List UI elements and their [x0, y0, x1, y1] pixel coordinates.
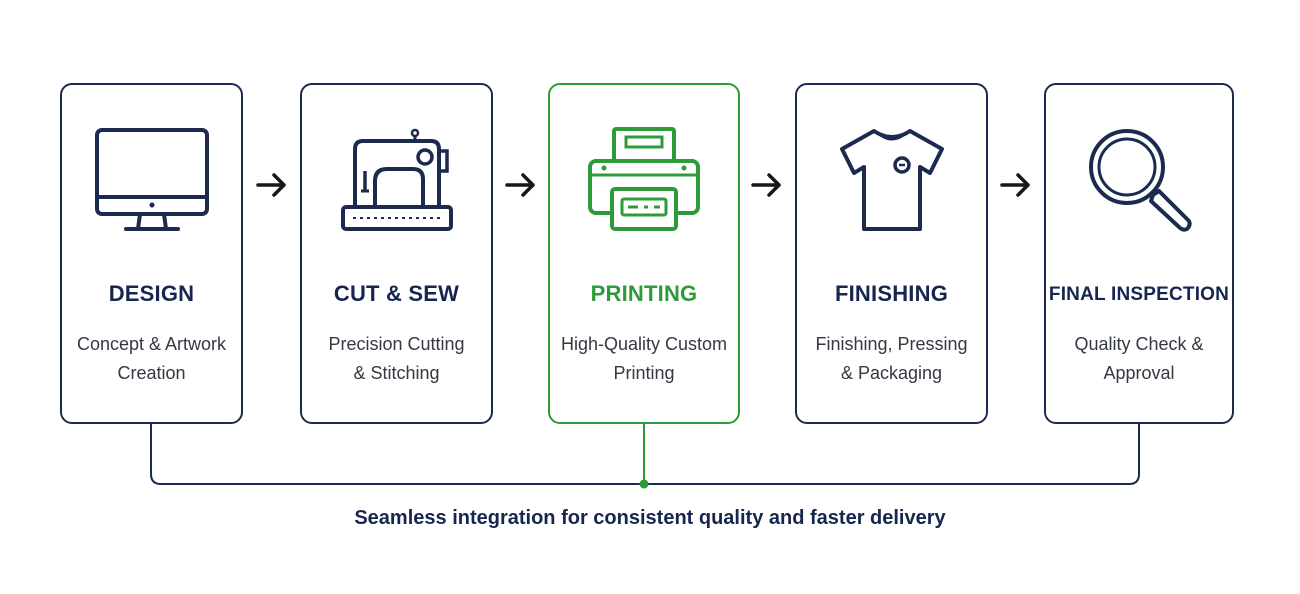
- step-title: CUT & SEW: [333, 281, 460, 306]
- step-description-line: Precision Cutting: [328, 334, 465, 354]
- step-description: High-Quality Custom Printing: [558, 330, 730, 388]
- step-card-finishing: FINISHING Finishing, Pressing & Packagin…: [795, 83, 988, 424]
- step-title: FINAL INSPECTION: [1048, 284, 1230, 305]
- step-card-final-inspection: FINAL INSPECTION Quality Check & Approva…: [1044, 83, 1234, 424]
- monitor-icon: [92, 125, 212, 235]
- arrow-right-icon: [255, 168, 289, 202]
- step-description-line: Creation: [117, 363, 186, 383]
- step-description: Quality Check & Approval: [1054, 330, 1224, 388]
- step-description-line: High-Quality Custom: [560, 334, 728, 354]
- step-description-line: Finishing, Pressing: [815, 334, 968, 354]
- step-title: PRINTING: [590, 281, 698, 306]
- t-shirt-icon: [832, 125, 952, 235]
- step-description-line: & Packaging: [840, 363, 943, 383]
- step-description-line: & Stitching: [353, 363, 440, 383]
- arrow-right-icon: [750, 168, 784, 202]
- step-title: FINISHING: [834, 281, 949, 306]
- step-card-cut-and-sew: CUT & SEW Precision Cutting & Stitching: [300, 83, 493, 424]
- connector-node: [639, 479, 649, 489]
- step-title: DESIGN: [108, 281, 195, 306]
- sewing-machine-icon: [337, 125, 457, 235]
- step-description-line: Concept & Artwork: [76, 334, 227, 354]
- step-description: Concept & Artwork Creation: [70, 330, 233, 388]
- step-card-printing: PRINTING High-Quality Custom Printing: [548, 83, 740, 424]
- printer-icon: [584, 125, 704, 235]
- step-description-line: Approval: [1103, 363, 1175, 383]
- magnifier-icon: [1079, 125, 1199, 235]
- arrow-right-icon: [999, 168, 1033, 202]
- step-description-line: Quality Check &: [1074, 334, 1204, 354]
- step-description-line: Printing: [613, 363, 675, 383]
- step-description: Finishing, Pressing & Packaging: [805, 330, 978, 388]
- footer-caption: Seamless integration for consistent qual…: [354, 507, 946, 529]
- step-card-design: DESIGN Concept & Artwork Creation: [60, 83, 243, 424]
- step-description: Precision Cutting & Stitching: [310, 330, 483, 388]
- arrow-right-icon: [504, 168, 538, 202]
